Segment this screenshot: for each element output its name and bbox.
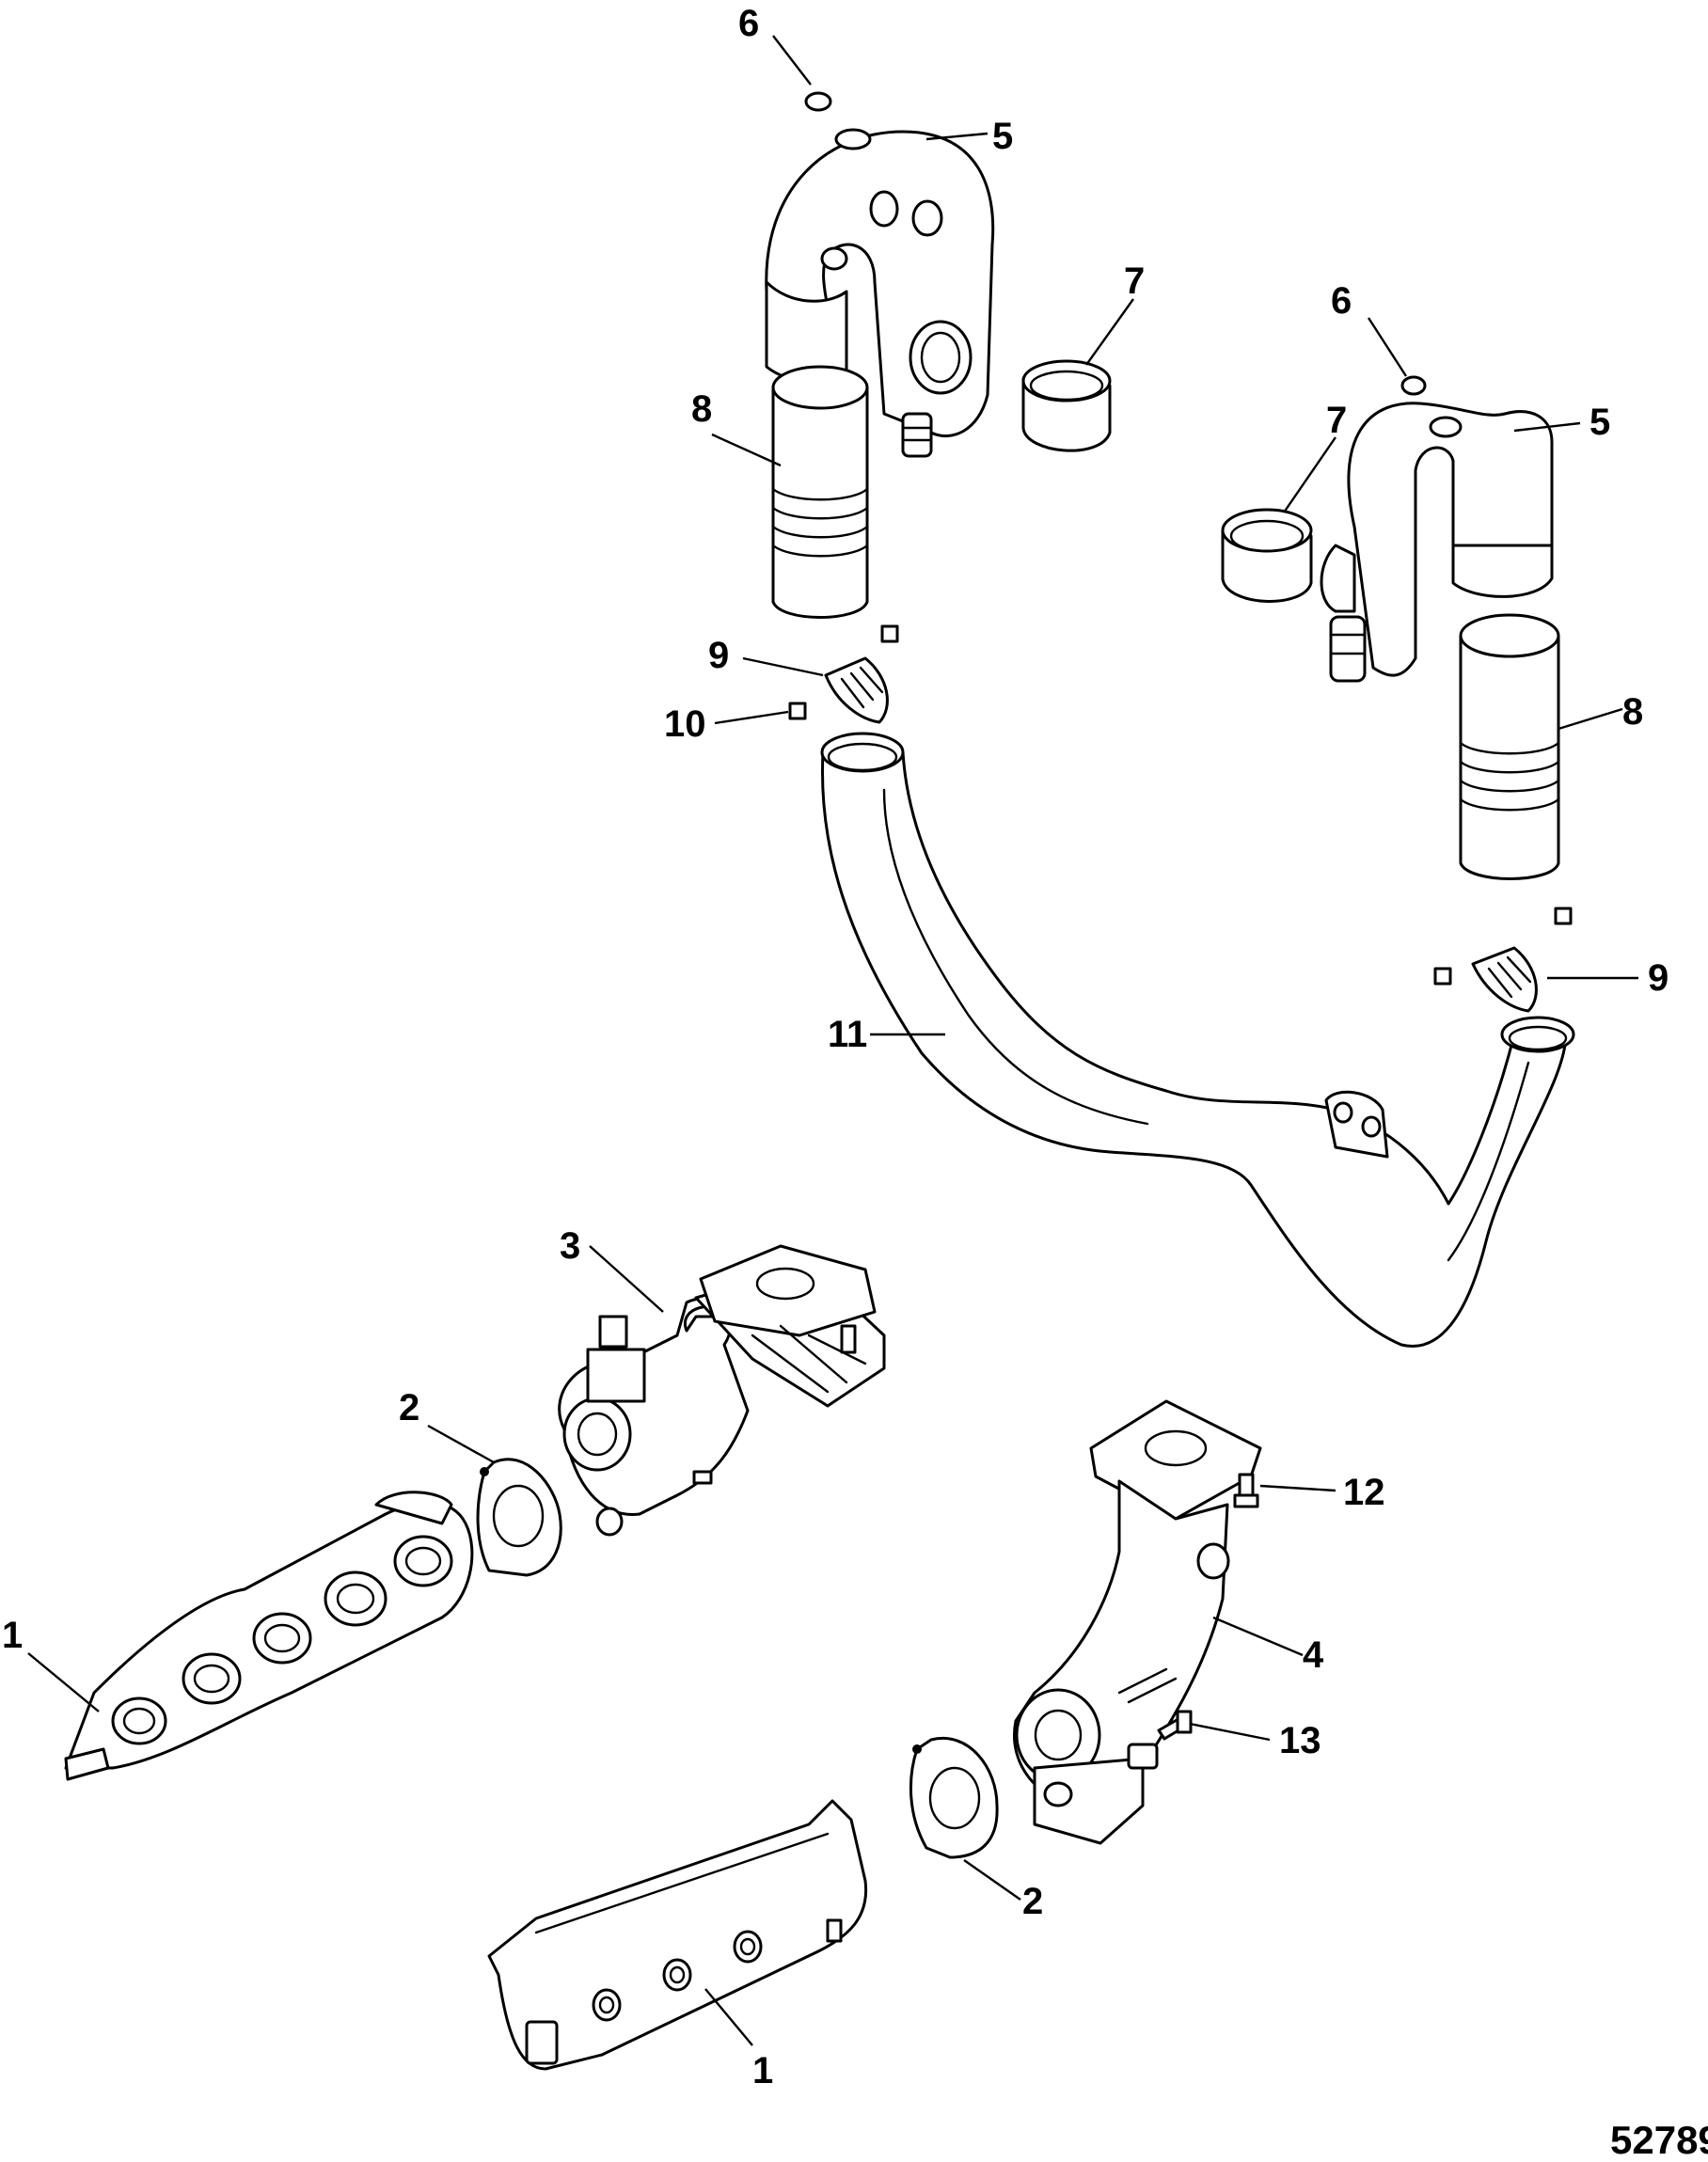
callout-5-right: 5	[1589, 402, 1610, 443]
part-10-nut	[788, 702, 807, 720]
part-9-flapper-left	[824, 624, 899, 724]
part-7-ring-left	[1021, 359, 1112, 452]
callout-12: 12	[1343, 1472, 1385, 1513]
part-5-elbow-right	[1320, 402, 1554, 683]
callout-6-right: 6	[1331, 280, 1352, 322]
callout-7-right: 7	[1326, 400, 1347, 441]
part-1-manifold-lower	[487, 1799, 868, 2071]
callout-3: 3	[560, 1225, 580, 1267]
part-2-gasket-right	[909, 1737, 999, 1859]
callout-11: 11	[828, 1014, 867, 1055]
callout-10: 10	[664, 703, 706, 745]
part-2-gasket-left	[476, 1458, 562, 1577]
callout-9-right: 9	[1648, 957, 1668, 999]
part-1-manifold-left	[64, 1491, 474, 1781]
callout-6-top-left: 6	[738, 3, 759, 44]
part-6-oring-left	[804, 91, 832, 112]
callout-1-left: 1	[2, 1615, 23, 1656]
part-8-sleeve-right	[1459, 613, 1560, 880]
part-11-y-pipe	[820, 732, 1575, 1348]
part-13-bolt	[1157, 1710, 1193, 1741]
part-7-ring-right	[1221, 508, 1313, 603]
part-9-flapper-right	[1433, 907, 1573, 1013]
callout-8-right: 8	[1622, 691, 1643, 733]
part-6-oring-right	[1400, 375, 1427, 396]
callout-2-right: 2	[1022, 1881, 1043, 1922]
part-3-riser-left	[558, 1244, 886, 1537]
part-5-elbow-left	[765, 128, 995, 458]
callout-4: 4	[1303, 1634, 1324, 1676]
callout-labels: 6 5 7 8 6 7 5 9 10 8 9 11 3 2 12 1 4 13 …	[2, 3, 1668, 2091]
part-12-bolt	[1233, 1473, 1259, 1508]
callout-5-top-left: 5	[992, 116, 1013, 157]
callout-2-left: 2	[399, 1387, 419, 1428]
callout-1-lower: 1	[752, 2050, 773, 2091]
callout-9-left: 9	[708, 635, 729, 676]
leader-lines	[27, 35, 1638, 2046]
part-4-riser-right	[1013, 1399, 1262, 1845]
part-8-sleeve-left	[771, 365, 869, 619]
callout-8-left: 8	[691, 388, 712, 430]
callout-7-top-left: 7	[1124, 260, 1145, 302]
figure-id: 52789	[1610, 2118, 1708, 2162]
callout-13: 13	[1279, 1720, 1321, 1761]
